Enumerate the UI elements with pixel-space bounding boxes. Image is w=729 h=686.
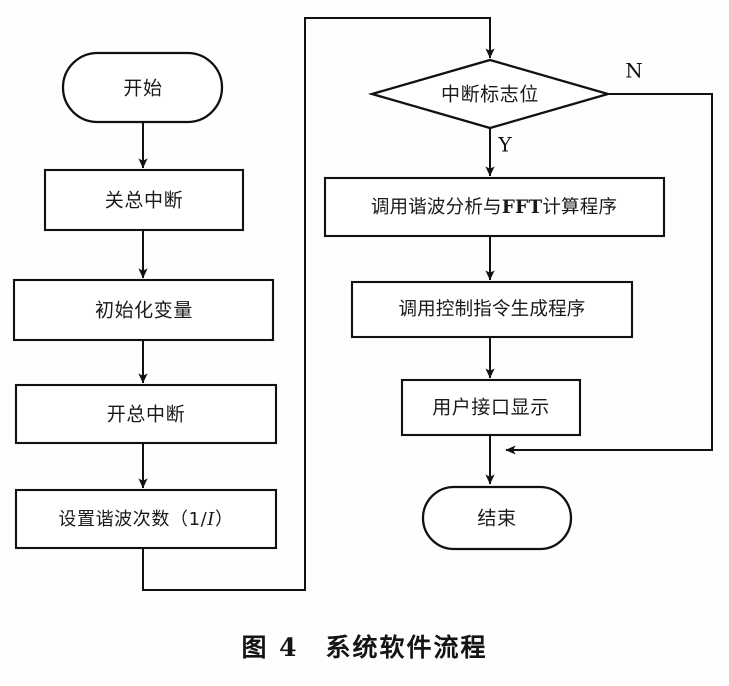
figure-caption: 图 4 系统软件流程 — [241, 633, 488, 662]
node-init-var-label: 初始化变量 — [95, 300, 193, 322]
fft-prefix: 调用谐波分析与 — [371, 197, 502, 218]
node-init-var[interactable]: 初始化变量 — [12, 278, 275, 342]
node-disable-interrupt-label: 关总中断 — [105, 190, 183, 212]
set-order-prefix: 设置谐波次数（1/ — [58, 509, 207, 530]
fft-suffix: 计算程序 — [542, 197, 617, 218]
branch-label-no: N — [625, 59, 643, 83]
node-ui-display-label: 用户接口显示 — [432, 397, 550, 419]
node-end[interactable]: 结束 — [421, 485, 573, 551]
node-end-label: 结束 — [477, 508, 516, 530]
set-order-italic-var: I — [206, 509, 215, 530]
edge-decision-no-to-end — [505, 93, 713, 455]
set-order-suffix: ） — [215, 509, 234, 530]
node-enable-interrupt-label: 开总中断 — [107, 404, 185, 426]
node-start-label: 开始 — [123, 78, 162, 100]
node-enable-interrupt[interactable]: 开总中断 — [14, 383, 278, 445]
node-disable-interrupt[interactable]: 关总中断 — [43, 168, 245, 232]
node-ui-display[interactable]: 用户接口显示 — [400, 378, 582, 437]
branch-label-yes: Y — [497, 133, 512, 157]
node-call-fft-program-label: 调用谐波分析与FFT计算程序 — [371, 197, 617, 218]
node-set-harmonic-order[interactable]: 设置谐波次数（1/I） — [14, 488, 278, 550]
node-set-harmonic-order-label: 设置谐波次数（1/I） — [58, 509, 233, 530]
node-call-control-program-label: 调用控制指令生成程序 — [398, 299, 585, 320]
node-start[interactable]: 开始 — [61, 51, 224, 124]
node-call-control-program[interactable]: 调用控制指令生成程序 — [350, 280, 634, 339]
node-interrupt-flag-label: 中断标志位 — [441, 84, 539, 106]
fft-acronym: FFT — [502, 197, 543, 218]
node-interrupt-flag-decision[interactable]: 中断标志位 — [367, 58, 613, 130]
edge-set-order-to-decision-loop — [142, 17, 495, 591]
node-call-fft-program[interactable]: 调用谐波分析与FFT计算程序 — [323, 176, 666, 238]
